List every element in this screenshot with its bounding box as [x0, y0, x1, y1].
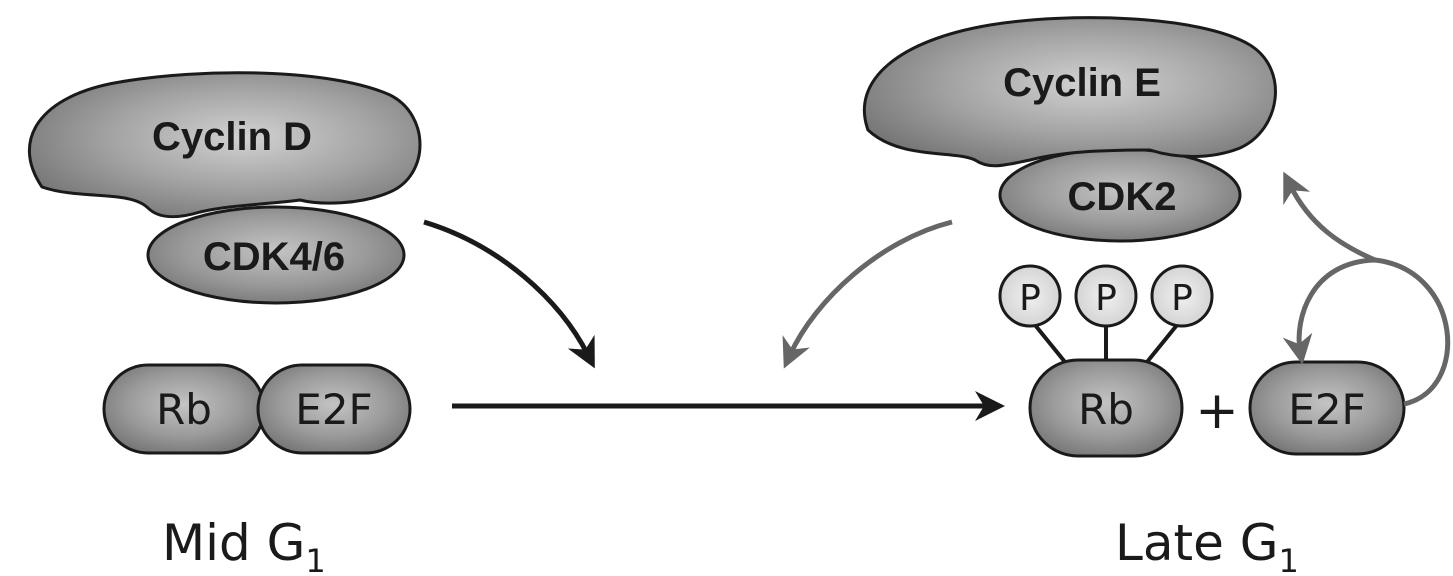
e2f-protein-left	[256, 363, 412, 455]
late-g1-label: Late G1	[1115, 514, 1299, 576]
phosphate-label-2: P	[1095, 278, 1117, 319]
cyclin-d-protein	[27, 71, 422, 219]
rb-label-left: Rb	[156, 385, 212, 434]
rb-label-right: Rb	[1078, 385, 1134, 434]
mid-g1-subscript: 1	[305, 542, 325, 576]
phosphate-linkers	[1033, 323, 1179, 364]
late-g1-subscript: 1	[1279, 542, 1299, 576]
e2f-protein-right	[1248, 360, 1406, 456]
cyclin-d-label: Cyclin D	[152, 115, 312, 159]
feedback-arrow-to-cdk2	[1283, 171, 1376, 263]
phosphate-label-3: P	[1171, 278, 1193, 319]
rb-protein-right	[1028, 358, 1184, 458]
phosphate-group-1: P	[998, 264, 1062, 328]
phosphate-label-1: P	[1019, 278, 1041, 319]
cyclin-e-label: Cyclin E	[1003, 61, 1161, 105]
phosphate-group-2: P	[1074, 264, 1138, 328]
phosphate-group-3: P	[1150, 264, 1214, 328]
e2f-label-left: E2F	[295, 385, 372, 434]
cdk46-label: CDK4/6	[203, 235, 345, 279]
mid-g1-label: Mid G1	[162, 514, 326, 576]
cdk2-arrow	[782, 219, 953, 369]
cdk2-label: CDK2	[1068, 175, 1177, 219]
plus-sign: +	[1195, 381, 1239, 441]
e2f-label-right: E2F	[1288, 385, 1365, 434]
feedback-loop-to-e2f	[1282, 257, 1451, 407]
cdk46-arrow	[423, 219, 595, 369]
late-g1-text: Late G	[1115, 514, 1279, 572]
cyclin-e-protein	[862, 16, 1277, 168]
mid-g1-text: Mid G	[162, 514, 305, 572]
cdk46-protein	[146, 205, 406, 305]
